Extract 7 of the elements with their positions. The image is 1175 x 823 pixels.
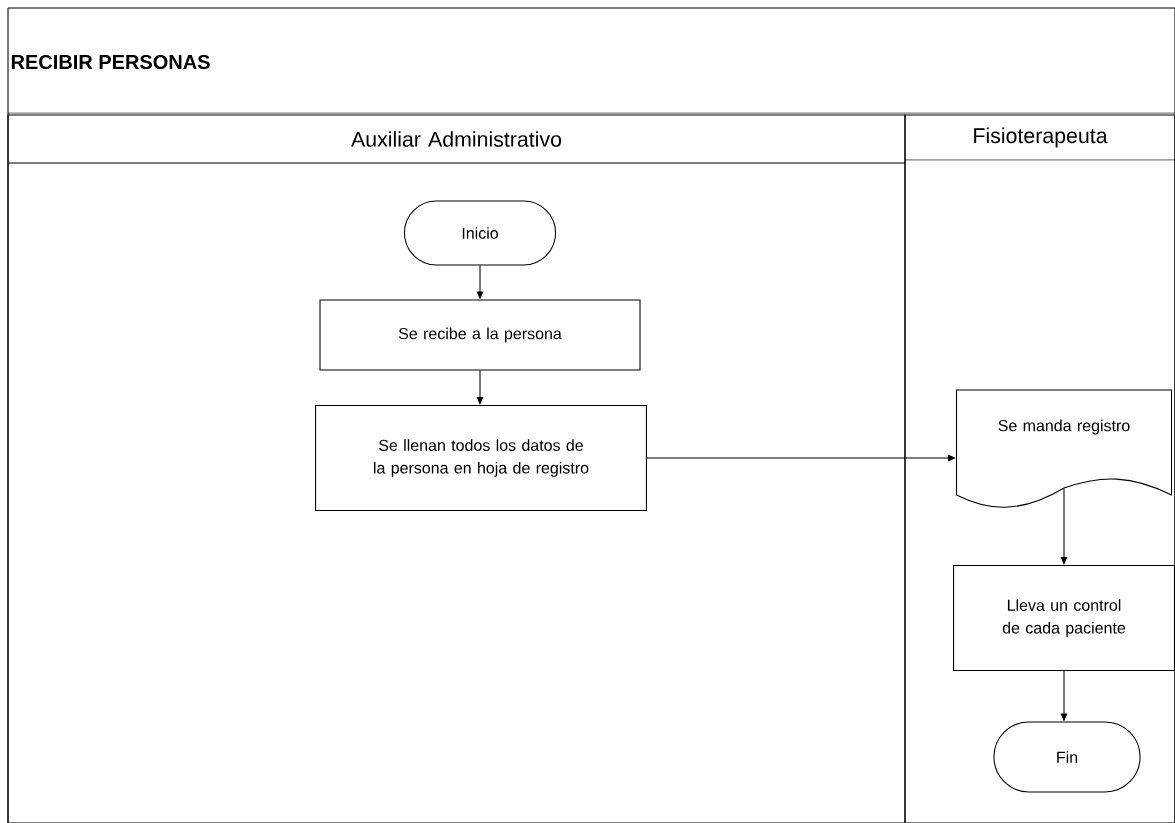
arrow — [646, 454, 956, 462]
title: RECIBIR PERSONAS — [11, 54, 210, 70]
arrow — [476, 370, 484, 405]
process-box: Lleva un control de cada paciente — [953, 564, 1175, 672]
process-box: Se llenan todos los datos de la persona en hoja de registro — [315, 404, 647, 512]
arrow — [1060, 488, 1068, 565]
process-box: Se recibe a la persona — [319, 299, 641, 371]
